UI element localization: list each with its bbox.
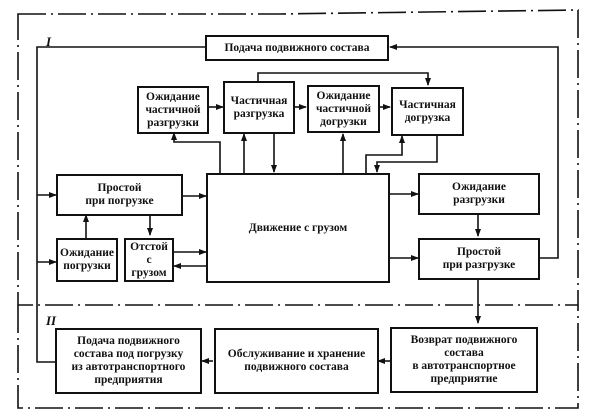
- box-wait-loading-label: Ожидание погрузки: [60, 247, 114, 272]
- edge-supply-left-bus: [36, 46, 205, 363]
- box-idle-loading: Простой при погрузке: [56, 174, 183, 216]
- box-supply-label: Подача подвижного состава: [224, 41, 370, 54]
- region-I-label: I: [46, 34, 52, 49]
- box-wait-partial-reload: Ожидание частичной догрузки: [307, 85, 380, 133]
- box-moving-loaded: Движение с грузом: [206, 173, 390, 283]
- box-return-to-depot: Возврат подвижного состава в автотранспо…: [390, 327, 538, 393]
- box-wait-partial-reload-label: Ожидание частичной догрузки: [315, 89, 372, 128]
- edge-partial-unload-to-partial-reload: [257, 72, 431, 86]
- box-standby-loaded-label: Отстой с грузом: [130, 240, 168, 279]
- box-supply-from-depot-label: Подача подвижного состава под погрузку и…: [71, 335, 186, 386]
- box-idle-loading-label: Простой при погрузке: [85, 182, 154, 207]
- edge-partial-reload-to-moving: [374, 134, 438, 173]
- box-wait-loading: Ожидание погрузки: [56, 238, 118, 282]
- region-I-boundary: [17, 9, 579, 306]
- edge-moving-to-partial-reload: [365, 135, 405, 174]
- region-II-label: II: [46, 313, 57, 328]
- box-standby-loaded: Отстой с грузом: [124, 238, 174, 282]
- box-idle-unloading: Простой при разгрузке: [418, 238, 540, 280]
- box-partial-reload-label: Частичная догрузка: [399, 98, 456, 124]
- box-return-to-depot-label: Возврат подвижного состава в автотранспо…: [410, 334, 518, 385]
- box-wait-unloading-label: Ожидание разгрузки: [452, 181, 506, 206]
- box-service-storage: Обслуживание и хранение подвижного соста…: [214, 328, 379, 394]
- box-service-storage-label: Обслуживание и хранение подвижного соста…: [227, 348, 366, 373]
- box-idle-unloading-label: Простой при разгрузке: [442, 246, 516, 271]
- box-partial-unload-label: Частичная разгрузка: [230, 94, 288, 120]
- box-wait-partial-unload: Ожидание частичной разгрузки: [137, 86, 209, 134]
- box-moving-loaded-label: Движение с грузом: [248, 221, 348, 234]
- box-partial-unload: Частичная разгрузка: [223, 81, 295, 134]
- box-wait-partial-unload-label: Ожидание частичной разгрузки: [145, 90, 201, 129]
- box-supply: Подача подвижного состава: [205, 35, 389, 61]
- box-wait-unloading: Ожидание разгрузки: [418, 173, 540, 215]
- box-supply-from-depot: Подача подвижного состава под погрузку и…: [55, 328, 202, 394]
- edge-idle-unloading-to-supply: [389, 44, 559, 259]
- region-II-boundary: [17, 305, 579, 409]
- edge-moving-to-wait-partial-unload: [171, 132, 221, 174]
- box-partial-reload: Частичная догрузка: [391, 87, 464, 136]
